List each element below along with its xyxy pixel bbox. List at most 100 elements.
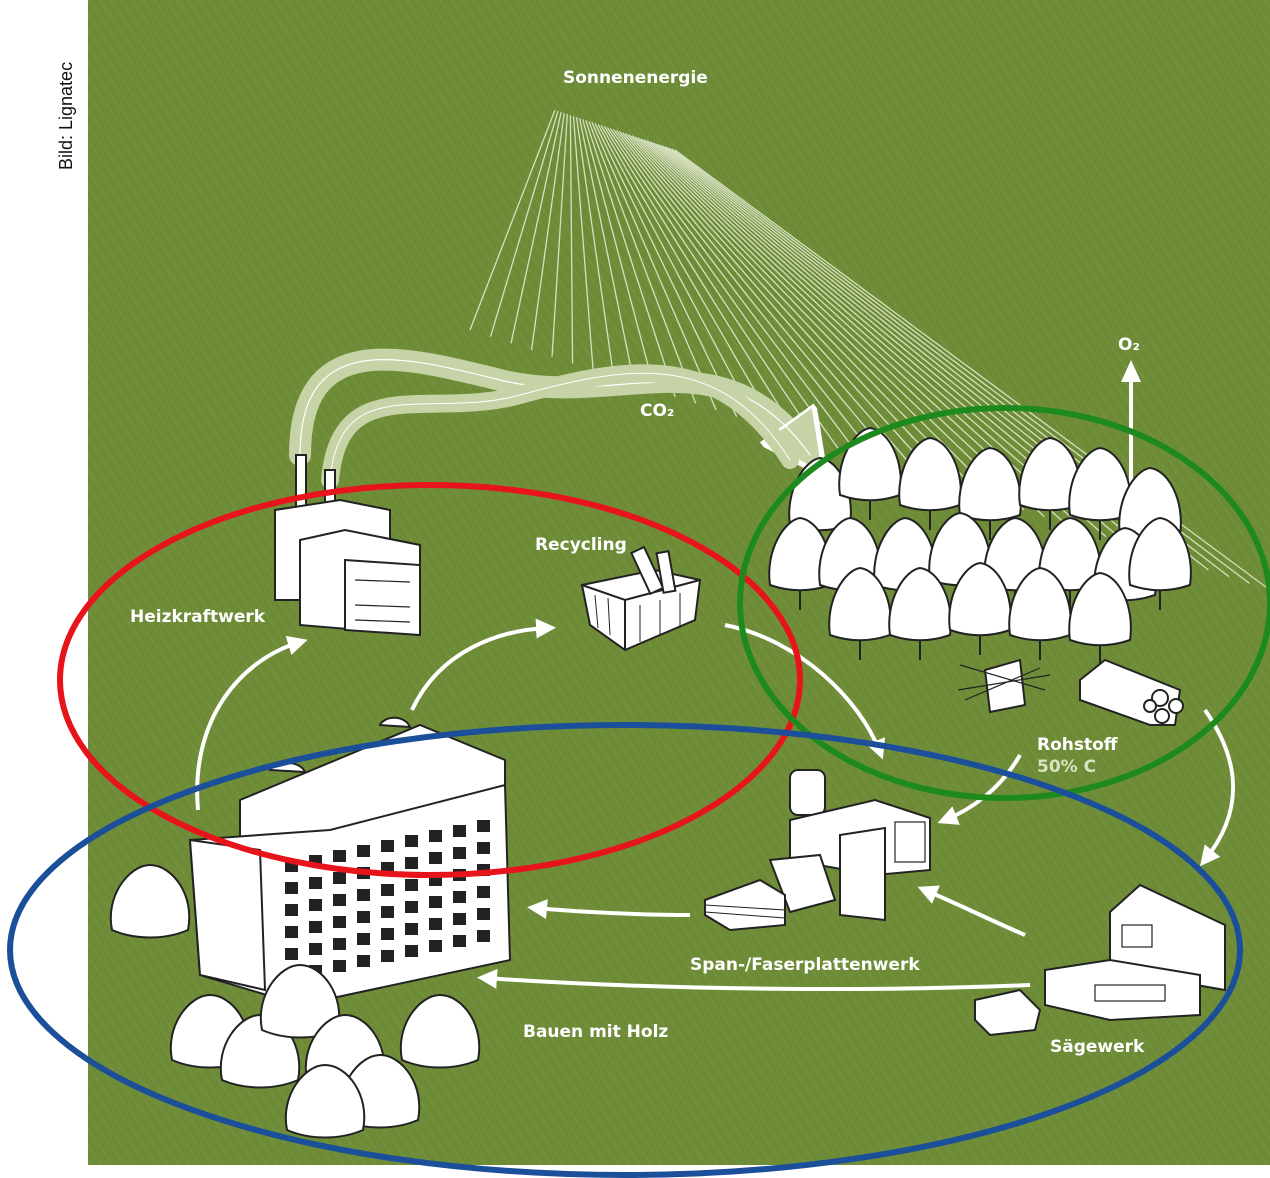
sun-ray (572, 116, 594, 371)
label-bauen-mit-holz: Bauen mit Holz (523, 1022, 668, 1042)
window (333, 850, 346, 862)
window (453, 847, 466, 859)
sun-ray (616, 130, 881, 464)
label-recycling: Recycling (535, 535, 627, 555)
sun-ray (609, 128, 840, 451)
sun-ray (575, 117, 615, 377)
window (285, 904, 298, 916)
label-o2: O₂ (1118, 335, 1140, 355)
label-rohstoff: Rohstoff (1037, 735, 1118, 755)
window (453, 913, 466, 925)
sun-ray (578, 118, 635, 384)
window (429, 852, 442, 864)
window (429, 896, 442, 908)
sawmill-icon (974, 883, 1226, 1037)
highlight-ring-blue (7, 722, 1243, 1178)
window (285, 948, 298, 960)
label-plattenwerk: Span-/Faserplattenwerk (690, 955, 920, 975)
sun-ray (597, 124, 758, 424)
highlight-ring-red (57, 482, 803, 878)
sun-ray (591, 122, 717, 411)
window (357, 845, 370, 857)
power-plant-icon (274, 454, 421, 637)
window (429, 940, 442, 952)
tree-crown (1018, 436, 1082, 512)
highlight-ring-green (737, 405, 1270, 801)
window (357, 933, 370, 945)
window (333, 916, 346, 928)
window (333, 894, 346, 906)
window (381, 840, 394, 852)
window (477, 930, 490, 942)
window (477, 842, 490, 854)
sun-ray (489, 110, 559, 337)
window (477, 820, 490, 832)
label-carbon-content: 50% C (1037, 757, 1096, 777)
forest-icon (768, 426, 1192, 665)
window (429, 918, 442, 930)
window (309, 943, 322, 955)
sun-ray (510, 111, 562, 344)
sun-ray (631, 135, 984, 498)
label-saegewerk: Sägewerk (1050, 1037, 1145, 1057)
window (285, 926, 298, 938)
window (405, 945, 418, 957)
window (357, 911, 370, 923)
tree-group-icon (109, 863, 481, 1139)
window (477, 908, 490, 920)
tree-crown (284, 1063, 366, 1139)
tree-crown (1038, 516, 1102, 592)
tree-crown (888, 566, 952, 642)
window (381, 928, 394, 940)
sun-ray (588, 121, 697, 404)
tree-crown (1128, 516, 1192, 592)
tree-crown (1008, 566, 1072, 642)
tree-crown (259, 963, 341, 1039)
wooden-building-icon (188, 716, 512, 1007)
tree-crown (768, 516, 832, 592)
window (453, 935, 466, 947)
window (333, 960, 346, 972)
sun-ray (585, 120, 676, 397)
window (405, 879, 418, 891)
label-sun: Sonnenenergie (563, 68, 708, 88)
label-co2: CO₂ (640, 401, 674, 421)
window (309, 877, 322, 889)
tree-crown (1068, 446, 1132, 522)
window (309, 899, 322, 911)
window (405, 923, 418, 935)
tree-crown (109, 863, 191, 939)
window (453, 825, 466, 837)
sun-ray (622, 132, 922, 478)
sun-ray (612, 129, 861, 458)
sun-ray (600, 125, 779, 431)
tree-crown (898, 436, 962, 512)
window (285, 882, 298, 894)
tree-crown (399, 993, 481, 1069)
recycling-container-icon (580, 545, 702, 652)
tree-crown (838, 426, 902, 502)
sun-ray (603, 126, 799, 438)
sun-ray (606, 127, 820, 444)
window (357, 955, 370, 967)
co2-flow-arrows (289, 348, 810, 489)
sun-ray (582, 119, 656, 391)
window (381, 906, 394, 918)
log-pile-icon (957, 658, 1184, 726)
label-heizkraftwerk: Heizkraftwerk (130, 607, 266, 627)
tree-crown (948, 561, 1012, 637)
panel-factory-icon (704, 769, 931, 932)
sun-ray (469, 109, 556, 331)
tree-crown (828, 566, 892, 642)
window (357, 889, 370, 901)
window (333, 938, 346, 950)
tree-crown (958, 446, 1022, 522)
window (453, 891, 466, 903)
window (381, 884, 394, 896)
window (405, 901, 418, 913)
sun-ray (530, 112, 565, 351)
window (429, 830, 442, 842)
sun-ray (640, 138, 1045, 518)
sun-ray (551, 114, 568, 357)
